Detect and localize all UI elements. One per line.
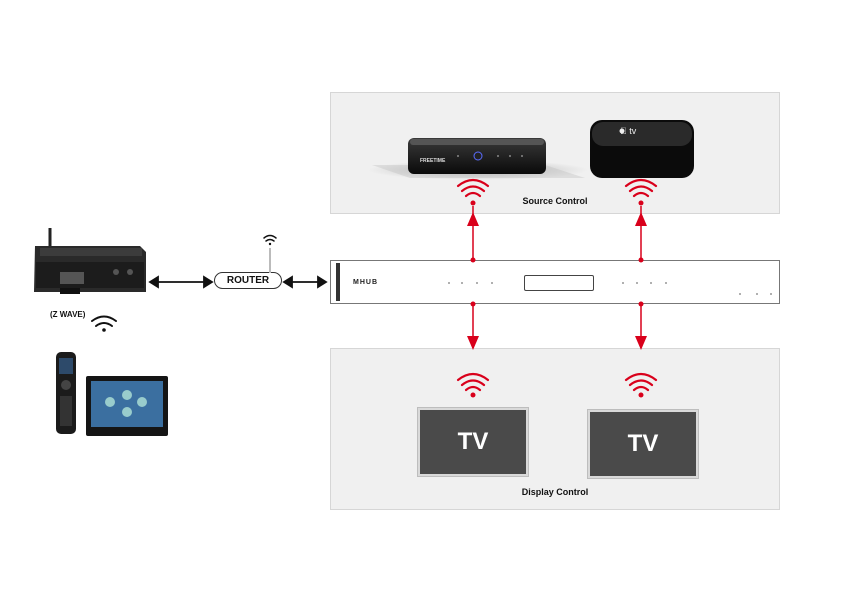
apple-tv-icon:  tv	[590, 120, 694, 178]
svg-text: tv:  tv	[620, 126, 637, 136]
wifi-icon-controller	[91, 315, 117, 332]
zwave-label: (Z WAVE)	[50, 310, 86, 319]
link-controller-router	[148, 275, 214, 289]
ir-link-source-right	[635, 206, 647, 263]
ir-link-display-right	[635, 301, 647, 350]
mhub-display-window	[524, 275, 594, 291]
source-control-panel: Source Control	[330, 92, 780, 214]
zwave-controller-icon	[34, 228, 146, 294]
hub-details	[336, 263, 772, 301]
display-control-panel: Display Control	[330, 348, 780, 510]
remote-control-icon	[56, 352, 76, 434]
ir-signal-icon-source-left	[456, 178, 490, 206]
router-box: ROUTER	[214, 272, 282, 289]
link-router-hub	[282, 275, 328, 289]
svg-text:FREETIME: FREETIME	[420, 158, 446, 164]
mhub-device: MHUB	[330, 260, 780, 304]
set-top-box-icon: FREETIME	[368, 138, 588, 180]
source-control-label: Source Control	[522, 196, 588, 206]
touch-panel-icon	[86, 376, 168, 436]
ir-signal-icon-display-right	[624, 372, 658, 398]
ir-signal-icon-display-left	[456, 372, 490, 398]
mhub-brand: MHUB	[353, 279, 378, 286]
router-label: ROUTER	[226, 275, 270, 286]
ir-link-display-left	[467, 301, 479, 350]
ir-signal-icon-source-right	[624, 178, 658, 206]
tv-left: TV	[417, 407, 529, 477]
display-control-label: Display Control	[521, 487, 589, 497]
ir-link-source-left	[467, 206, 479, 263]
wifi-icon-router	[263, 234, 277, 246]
tv-right: TV	[587, 409, 699, 479]
